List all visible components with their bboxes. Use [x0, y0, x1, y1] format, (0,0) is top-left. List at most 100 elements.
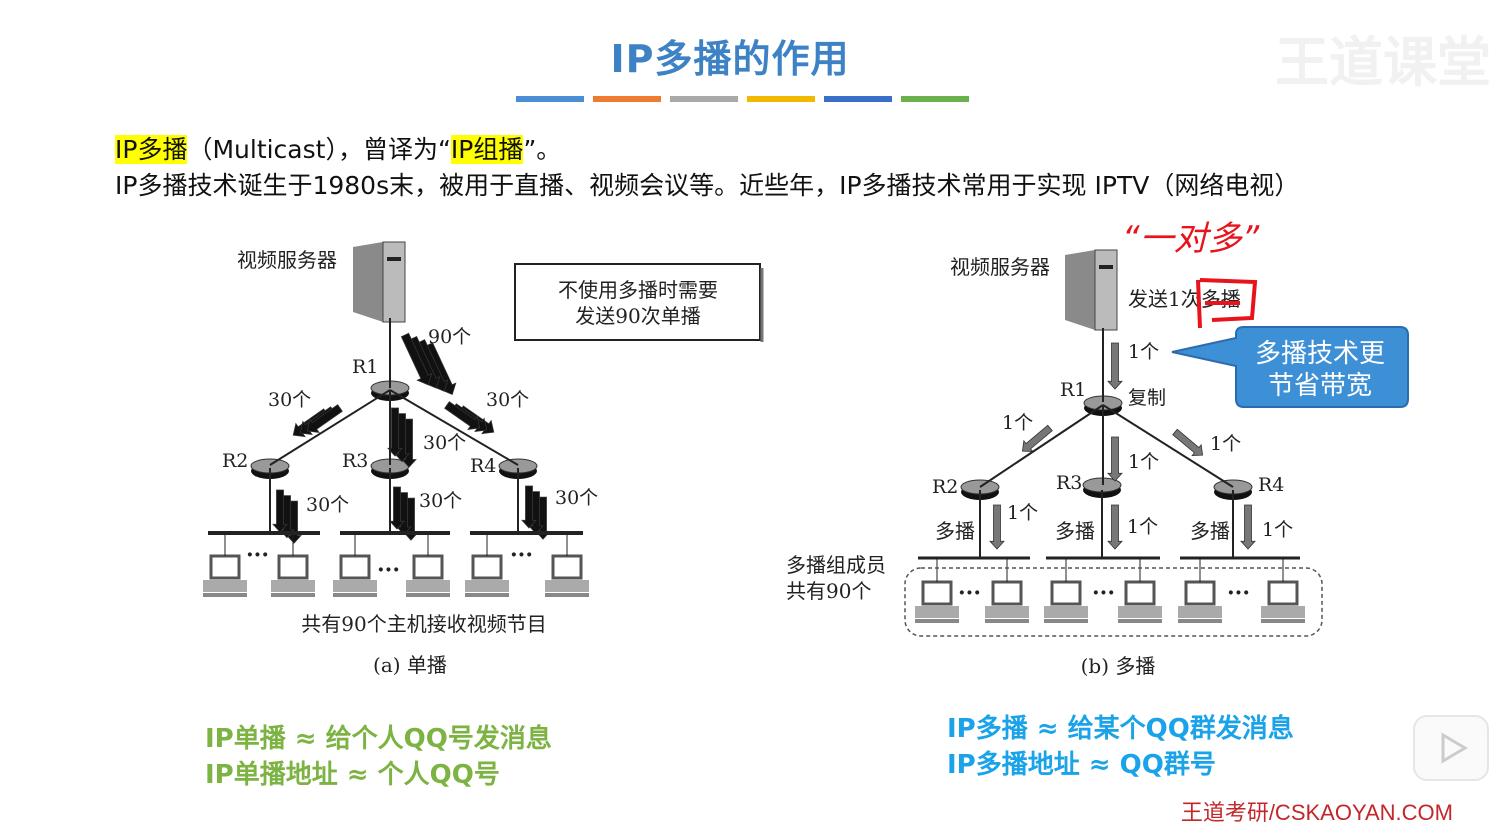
count-r4-lan: 30个	[555, 487, 598, 509]
multicast-arrow-icon	[989, 504, 1005, 550]
host-computer-icon	[271, 554, 315, 597]
multicast-arrow-icon	[1240, 504, 1256, 550]
host-computer-icon	[915, 580, 959, 623]
highlight-ip-multicast: IP多播	[115, 135, 188, 164]
host-computer-icon	[1178, 580, 1222, 623]
router-label-r3: R3	[342, 450, 368, 472]
note-box	[514, 263, 761, 341]
host-computer-icon	[545, 554, 589, 597]
multicast-label-r4: 多播	[1190, 519, 1230, 543]
callout-line-2: 节省带宽	[1268, 371, 1372, 401]
count-r2-lan: 1个	[1007, 502, 1038, 524]
host-computer-icon	[203, 554, 247, 597]
intro-line-2: IP多播技术诞生于1980s末，被用于直播、视频会议等。近些年，IP多播技术常用…	[115, 171, 1300, 200]
count-server: 90个	[428, 326, 471, 348]
hosts-caption: 共有90个主机接收视频节目	[301, 612, 546, 636]
callout-line-1: 多播技术更	[1255, 339, 1385, 369]
intro-line-1: IP多播（Multicast），曾译为“IP组播”。	[115, 130, 561, 166]
multicast-label-r3: 多播	[1055, 519, 1095, 543]
ellipsis: ···	[1092, 580, 1115, 606]
multicast-arrow-icon	[1172, 428, 1204, 456]
router-label-r2: R2	[932, 476, 958, 498]
color-bar	[670, 96, 738, 102]
color-bar	[901, 96, 969, 102]
router-label-r3: R3	[1056, 472, 1082, 494]
color-bar	[824, 96, 892, 102]
server-label: 视频服务器	[950, 255, 1050, 279]
count-r2-link: 30个	[268, 389, 311, 411]
unicast-arrow-icon	[306, 404, 343, 433]
host-computer-icon	[333, 554, 377, 597]
link-line	[389, 389, 519, 466]
color-bar	[747, 96, 815, 102]
footer-brand: 王道考研/CSKAOYAN.COM	[1180, 800, 1453, 825]
multicast-caption: (b) 多播	[1081, 654, 1156, 678]
note-line-1: 不使用多播时需要	[558, 278, 718, 302]
play-button[interactable]	[1413, 715, 1489, 781]
server-label: 视频服务器	[237, 248, 337, 272]
note-line-2: 发送90次单播	[575, 304, 700, 328]
ellipsis: ···	[510, 542, 533, 568]
page-title: IP多播的作用	[610, 37, 850, 81]
unicast-arrow-icon	[389, 486, 405, 530]
analogy-multicast-2: IP多播地址 ≈ QQ群号	[947, 750, 1216, 780]
host-computer-icon	[1118, 580, 1162, 623]
link-line	[979, 404, 1104, 488]
router-label-r4: R4	[1258, 474, 1284, 496]
multicast-arrow-icon	[1021, 424, 1053, 452]
count-r3-link: 1个	[1128, 451, 1159, 473]
multicast-diagram: ··· ··· ··· 视频服务器 发送1次多播 R1 R2 R3 R4 复制 1个…	[786, 219, 1409, 678]
ellipsis: ···	[1227, 580, 1250, 606]
count-r2-link: 1个	[1002, 412, 1033, 434]
handwritten-annotation: “一对多”	[1122, 219, 1260, 259]
router-label-r1: R1	[352, 356, 378, 378]
color-bar	[516, 96, 584, 102]
count-r4-link: 1个	[1210, 433, 1241, 455]
intro-text-end: ”。	[523, 135, 562, 164]
highlight-ip-groupcast: IP组播	[450, 135, 524, 164]
router-label-r2: R2	[222, 450, 248, 472]
ellipsis: ···	[958, 580, 981, 606]
count-r3-lan: 30个	[419, 490, 462, 512]
multicast-arrow-icon	[1107, 504, 1123, 550]
unicast-arrow-icon	[444, 401, 481, 430]
count-r4-link: 30个	[486, 389, 529, 411]
send-label: 发送1次多播	[1128, 287, 1241, 311]
handwritten-box	[1196, 278, 1258, 329]
host-computer-icon	[465, 554, 509, 597]
count-r3-link: 30个	[423, 432, 466, 454]
host-computer-icon	[1261, 580, 1305, 623]
copy-label: 复制	[1128, 387, 1166, 409]
ellipsis: ···	[377, 557, 400, 583]
router-label-r4: R4	[470, 455, 496, 477]
color-bar	[593, 96, 661, 102]
multicast-label-r2: 多播	[935, 519, 975, 543]
host-computer-icon	[985, 580, 1029, 623]
members-line-2: 共有90个	[786, 579, 871, 603]
count-r4-lan: 1个	[1262, 519, 1293, 541]
members-line-1: 多播组成员	[786, 553, 886, 577]
multicast-arrow-icon	[1107, 436, 1123, 482]
unicast-arrow-icon	[400, 332, 433, 386]
unicast-arrow-icon	[521, 485, 537, 529]
ellipsis: ···	[246, 542, 269, 568]
count-server: 1个	[1128, 341, 1159, 363]
link-line	[1102, 404, 1234, 488]
host-computer-icon	[406, 554, 450, 597]
analogy-unicast-1: IP单播 ≈ 给个人QQ号发消息	[205, 724, 552, 754]
server-icon	[353, 241, 406, 323]
intro-text: （Multicast），曾译为“	[187, 135, 451, 164]
multicast-arrow-icon	[1107, 342, 1123, 390]
link-line	[269, 389, 391, 466]
unicast-arrow-icon	[272, 489, 288, 533]
analogy-unicast-2: IP单播地址 ≈ 个人QQ号	[205, 760, 500, 790]
server-icon	[1065, 249, 1118, 331]
callout-bubble	[1171, 326, 1409, 408]
router-label-r1: R1	[1060, 379, 1086, 401]
analogy-multicast-1: IP多播 ≈ 给某个QQ群发消息	[947, 714, 1294, 744]
host-computer-icon	[1044, 580, 1088, 623]
multicast-group-outline	[904, 567, 1323, 637]
unicast-caption: (a) 单播	[373, 653, 447, 677]
play-icon	[1441, 732, 1468, 764]
